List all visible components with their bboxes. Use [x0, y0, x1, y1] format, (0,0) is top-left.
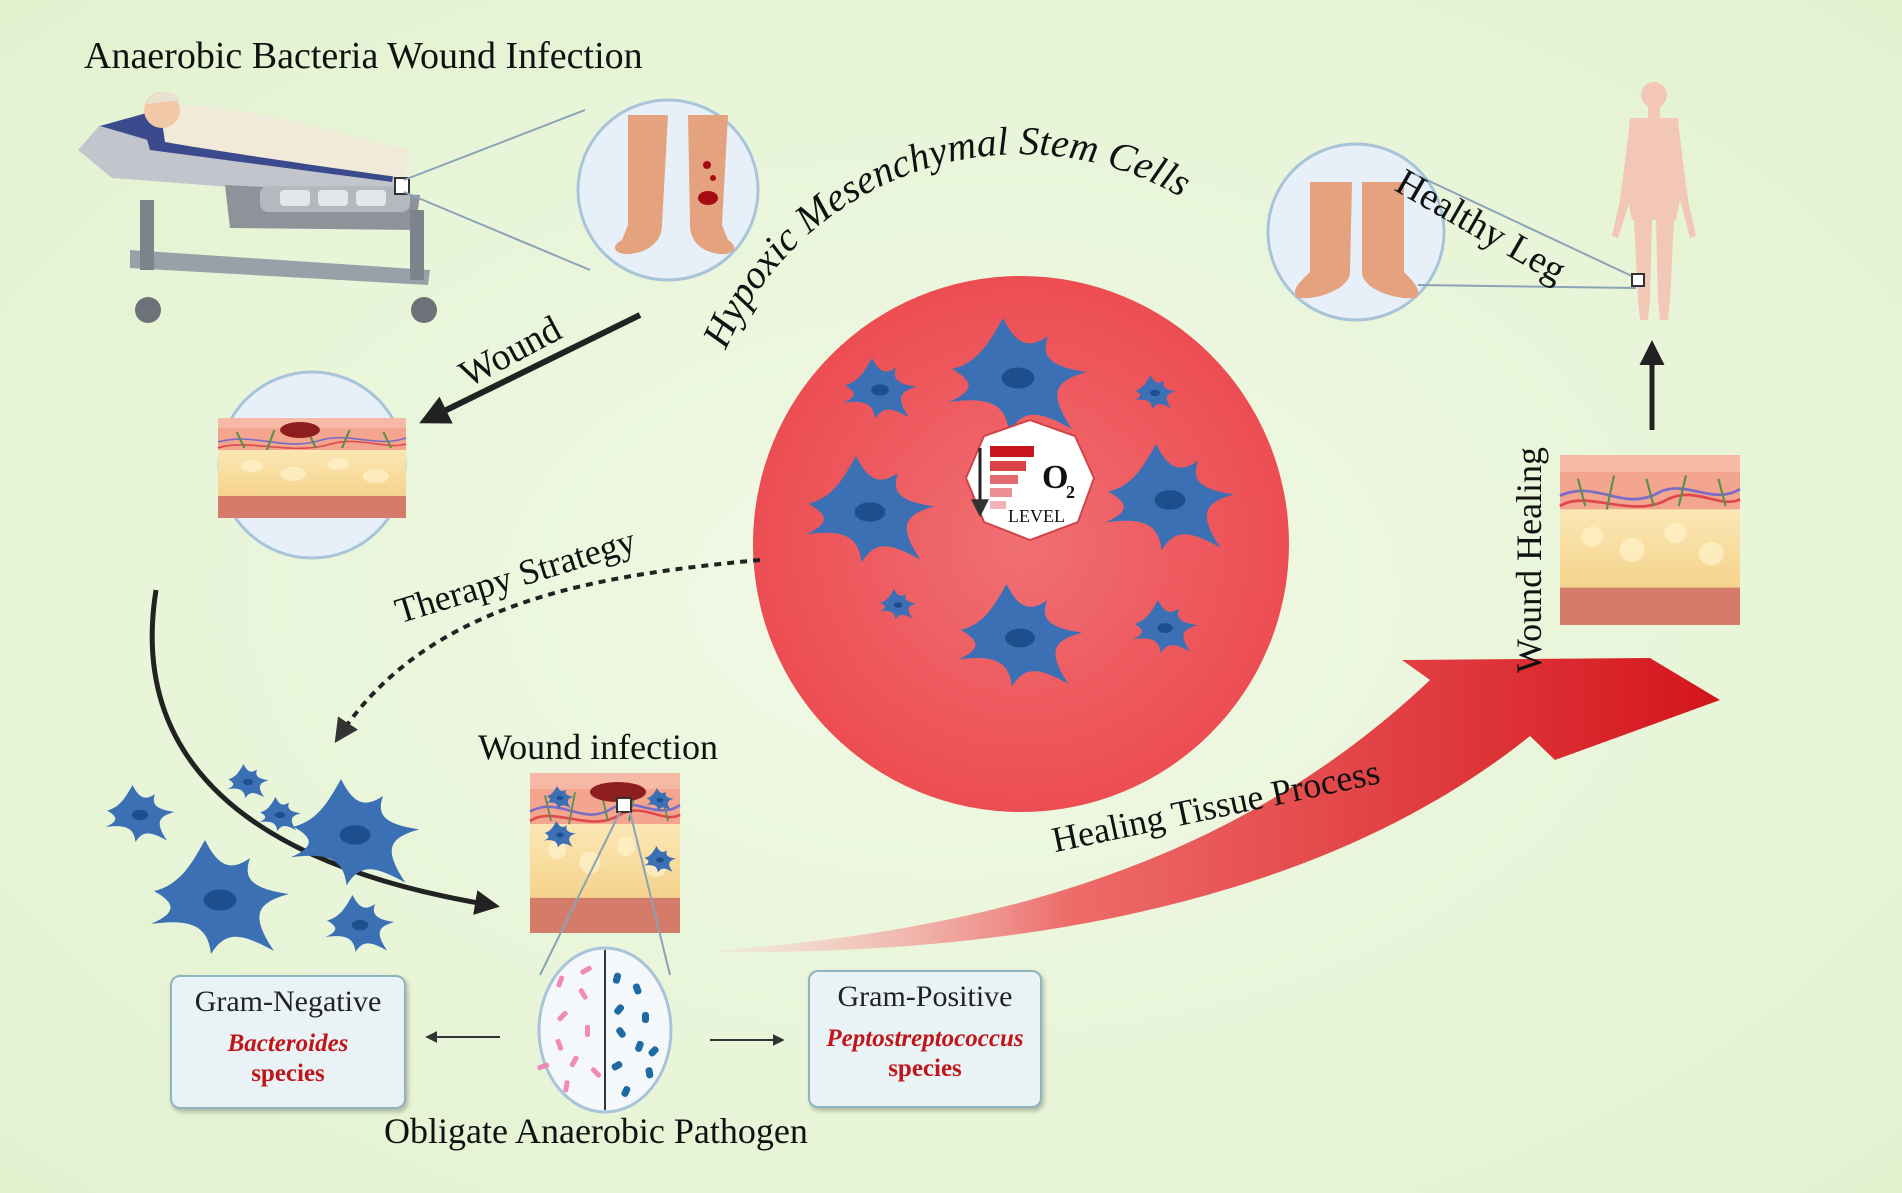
msc-circle [753, 276, 1289, 812]
gram-negative-box: Gram-Negative Bacteroides species [170, 975, 406, 1109]
gram-negative-title: Gram-Negative [194, 985, 382, 1018]
gram-positive-title: Gram-Positive [837, 980, 1013, 1013]
obligate-pathogen-label: Obligate Anaerobic Pathogen [384, 1111, 808, 1151]
hospital-bed-icon [78, 92, 437, 323]
infected-tissue-icon [528, 771, 682, 935]
o2-subscript: 2 [1066, 482, 1075, 502]
gram-positive-box: Gram-Positive Peptostreptococcus species [808, 970, 1042, 1108]
zoom-line [403, 109, 586, 181]
o2-level-label: LEVEL [1008, 506, 1065, 526]
zoom-line [1417, 284, 1637, 289]
healing-process-arrow [720, 658, 1720, 953]
gram-positive-species: species [888, 1055, 962, 1082]
infected-legs-icon [576, 98, 760, 282]
wound-skin-icon [216, 370, 408, 560]
wound-arrow [419, 312, 642, 424]
therapy-arrow [334, 558, 761, 743]
gram-negative-genus: Bacteroides [227, 1030, 349, 1057]
healed-tissue-icon [1558, 453, 1742, 627]
o2-level-icon: O 2 LEVEL [964, 418, 1096, 542]
healthy-legs-icon [1266, 142, 1446, 322]
zoom-line [1409, 171, 1637, 279]
gram-negative-species: species [251, 1060, 325, 1087]
wound-healing-label: Wound Healing [1509, 446, 1549, 673]
human-body-icon [1612, 82, 1696, 320]
msc-delivery-arrow [149, 589, 500, 915]
infection-title: Anaerobic Bacteria Wound Infection [84, 35, 643, 77]
gram-positive-genus: Peptostreptococcus [826, 1025, 1024, 1052]
wound-infection-label: Wound infection [478, 727, 719, 767]
zoom-line [403, 191, 591, 271]
bacteria-circle-icon [537, 946, 673, 1114]
o2-symbol: O [1042, 459, 1068, 496]
